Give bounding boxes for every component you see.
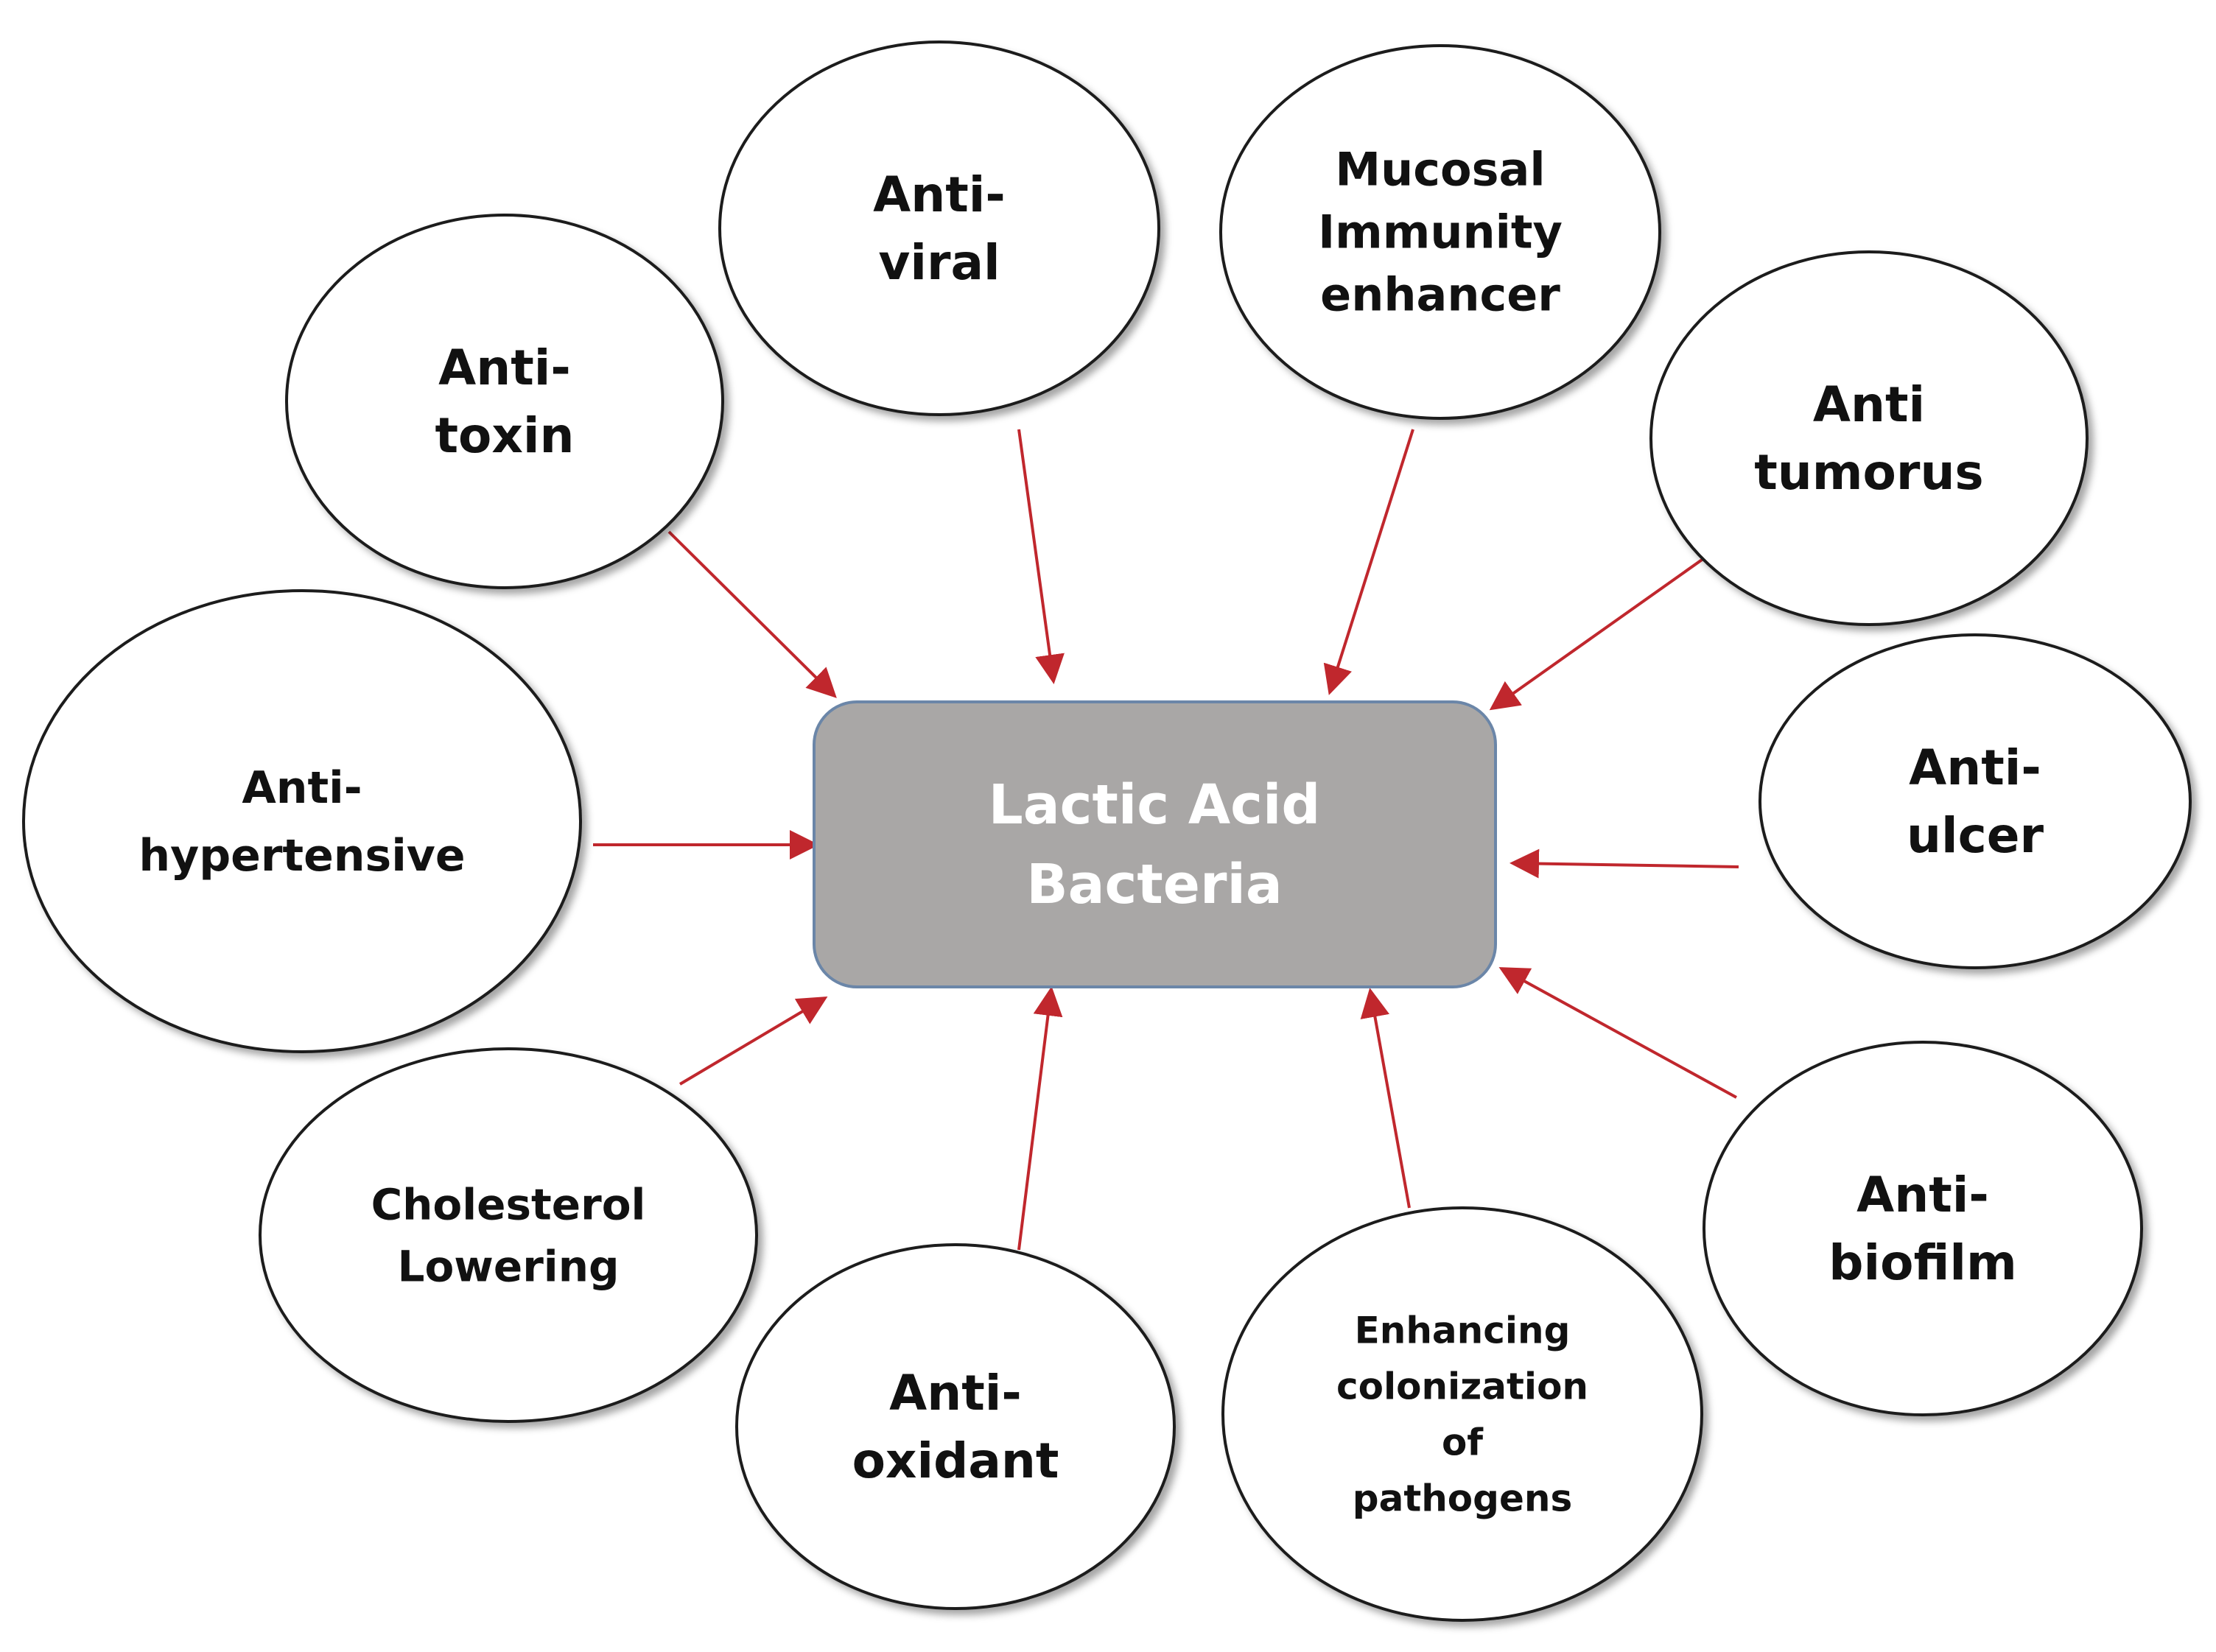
label-anti-viral-line-1: Anti- <box>873 166 1006 223</box>
arrow-mucosal-immunity-enhancer <box>1323 429 1414 695</box>
lactic-acid-bacteria-label-line-2: Bacteria <box>1026 853 1283 916</box>
ellipse-cholesterol-lowering <box>259 1047 758 1423</box>
label-anti-tumorus-line-1: Anti <box>1813 376 1925 433</box>
ellipse-anti-biofilm <box>1703 1041 2143 1416</box>
node-anti-tumorus: Anti tumorus <box>1649 250 2089 626</box>
label-mucosal-immunity-enhancer-line-2: Immunity <box>1318 205 1563 259</box>
node-anti-toxin: Anti-toxin <box>285 214 724 589</box>
ellipse-anti-hypertensive <box>22 589 582 1053</box>
label-anti-biofilm-line-1: Anti- <box>1856 1167 1989 1223</box>
label-anti-ulcer-line-2: ulcer <box>1907 807 2044 864</box>
label-anti-oxidant-line-1: Anti- <box>889 1365 1022 1421</box>
ellipse-anti-oxidant <box>735 1243 1176 1610</box>
arrow-anti-viral <box>1017 429 1065 684</box>
arrow-cholesterol-lowering <box>679 996 828 1086</box>
label-cholesterol-lowering-line-1: Cholesterol <box>371 1179 646 1229</box>
node-anti-ulcer: Anti-ulcer <box>1759 633 2192 969</box>
node-enhancing-colonization: Enhancing colonization of pathogens <box>1221 1206 1703 1622</box>
label-mucosal-immunity-enhancer-line-1: Mucosal <box>1335 143 1545 197</box>
arrow-enhancing-colonization <box>1360 988 1411 1209</box>
ellipse-anti-viral <box>718 41 1160 416</box>
label-enhancing-colonization-line-3: of <box>1442 1421 1484 1464</box>
node-anti-biofilm: Anti-biofilm <box>1703 1041 2143 1416</box>
arrow-anti-ulcer <box>1510 848 1739 879</box>
lactic-acid-bacteria-label-line-1: Lactic Acid <box>989 773 1321 837</box>
label-anti-ulcer-line-1: Anti- <box>1909 739 2041 796</box>
label-anti-tumorus-line-2: tumorus <box>1754 444 1983 501</box>
label-anti-hypertensive-line-1: Anti- <box>242 762 362 814</box>
label-anti-biofilm-line-2: biofilm <box>1828 1234 2017 1291</box>
label-anti-toxin-line-1: Anti- <box>438 340 571 396</box>
ellipse-anti-toxin <box>285 214 724 589</box>
label-anti-viral-line-2: viral <box>878 234 1000 291</box>
label-enhancing-colonization-line-2: colonization <box>1336 1365 1588 1408</box>
label-anti-hypertensive-line-2: hypertensive <box>138 830 465 882</box>
lactic-acid-bacteria-box <box>813 700 1497 988</box>
arrow-anti-toxin <box>667 530 837 698</box>
label-enhancing-colonization-line-1: Enhancing <box>1355 1310 1571 1352</box>
label-mucosal-immunity-enhancer-line-3: enhancer <box>1320 268 1560 322</box>
ellipse-enhancing-colonization <box>1221 1206 1703 1622</box>
label-enhancing-colonization-line-4: pathogens <box>1353 1477 1572 1520</box>
ellipse-anti-tumorus <box>1649 250 2089 626</box>
label-anti-oxidant-line-2: oxidant <box>852 1433 1059 1489</box>
label-cholesterol-lowering-line-2: Lowering <box>397 1241 619 1291</box>
node-anti-viral: Anti-viral <box>718 41 1160 416</box>
ellipse-anti-ulcer <box>1759 633 2192 969</box>
arrow-anti-tumorus <box>1489 557 1705 711</box>
arrow-anti-oxidant <box>1017 986 1063 1251</box>
label-anti-toxin-line-2: toxin <box>435 407 574 464</box>
node-anti-oxidant: Anti-oxidant <box>735 1243 1176 1610</box>
arrow-anti-biofilm <box>1498 967 1737 1099</box>
ellipse-mucosal-immunity-enhancer <box>1219 44 1661 420</box>
node-anti-hypertensive: Anti-hypertensive <box>22 589 582 1053</box>
